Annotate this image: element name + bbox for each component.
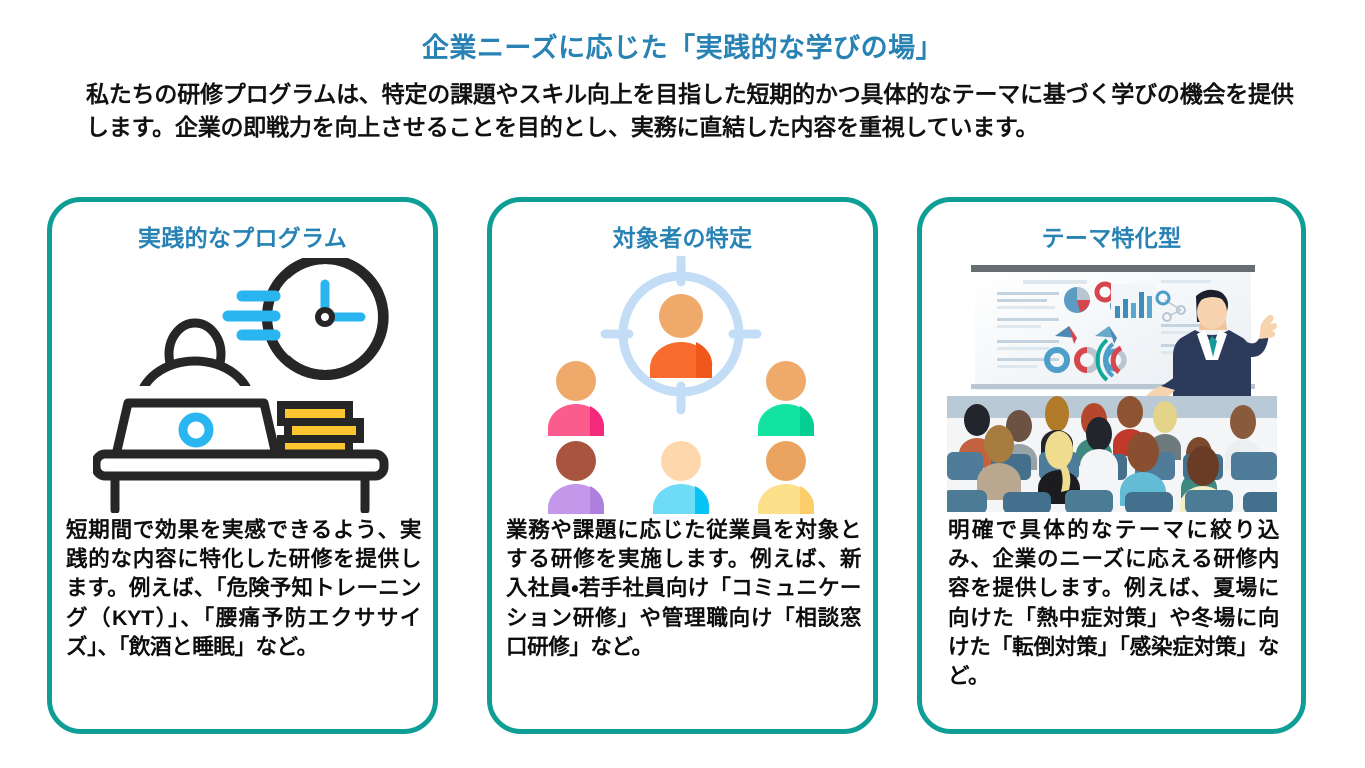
speed-lines-icon bbox=[222, 290, 280, 341]
card-illustration bbox=[492, 254, 873, 516]
seat-row-front bbox=[946, 490, 1277, 512]
slide-chart-group bbox=[996, 280, 1219, 382]
card-title: テーマ特化型 bbox=[1041, 225, 1182, 251]
card-illustration bbox=[922, 254, 1301, 516]
card-title: 対象者の特定 bbox=[612, 225, 753, 251]
clock-icon bbox=[261, 258, 389, 380]
card-title: 実践的なプログラム bbox=[137, 225, 347, 251]
person-at-desk-with-clock-icon bbox=[92, 258, 389, 513]
page-title: 企業ニーズに応じた「実践的な学びの場」 bbox=[421, 33, 944, 63]
card-illustration bbox=[52, 254, 433, 516]
avatar-purple bbox=[547, 421, 604, 514]
avatar-yellow bbox=[757, 421, 814, 514]
crosshair-icon bbox=[600, 256, 761, 415]
desk-icon bbox=[92, 449, 388, 513]
books-icon bbox=[276, 401, 364, 460]
feature-card-theme-focused[interactable]: テーマ特化型 bbox=[917, 197, 1306, 734]
target-crosshair-with-people-icon bbox=[547, 256, 814, 514]
avatar-pink bbox=[547, 341, 604, 436]
laptop-icon bbox=[111, 398, 280, 460]
feature-card-target-audience[interactable]: 対象者の特定 bbox=[487, 197, 878, 734]
feature-card-practical-program[interactable]: 実践的なプログラム bbox=[47, 197, 438, 734]
intro-paragraph: 私たちの研修プログラムは、特定の課題やスキル向上を目指した短期的かつ具体的なテー… bbox=[86, 81, 1294, 140]
avatar-green bbox=[757, 341, 814, 436]
card-body-text: 明確で具体的なテーマに絞り込み、企業のニーズに応える研修内容を提供します。例えば… bbox=[948, 518, 1279, 689]
avatar-primary bbox=[649, 272, 712, 378]
seminar-presentation-audience-icon bbox=[946, 265, 1277, 512]
card-body-text: 短期間で効果を実感できるよう、実践的な内容に特化した研修を提供します。例えば、「… bbox=[66, 518, 421, 659]
avatar-cyan bbox=[652, 421, 709, 514]
card-body-text: 業務や課題に応じた従業員を対象とする研修を実施します。例えば、新入社員・若手社員… bbox=[506, 518, 861, 659]
